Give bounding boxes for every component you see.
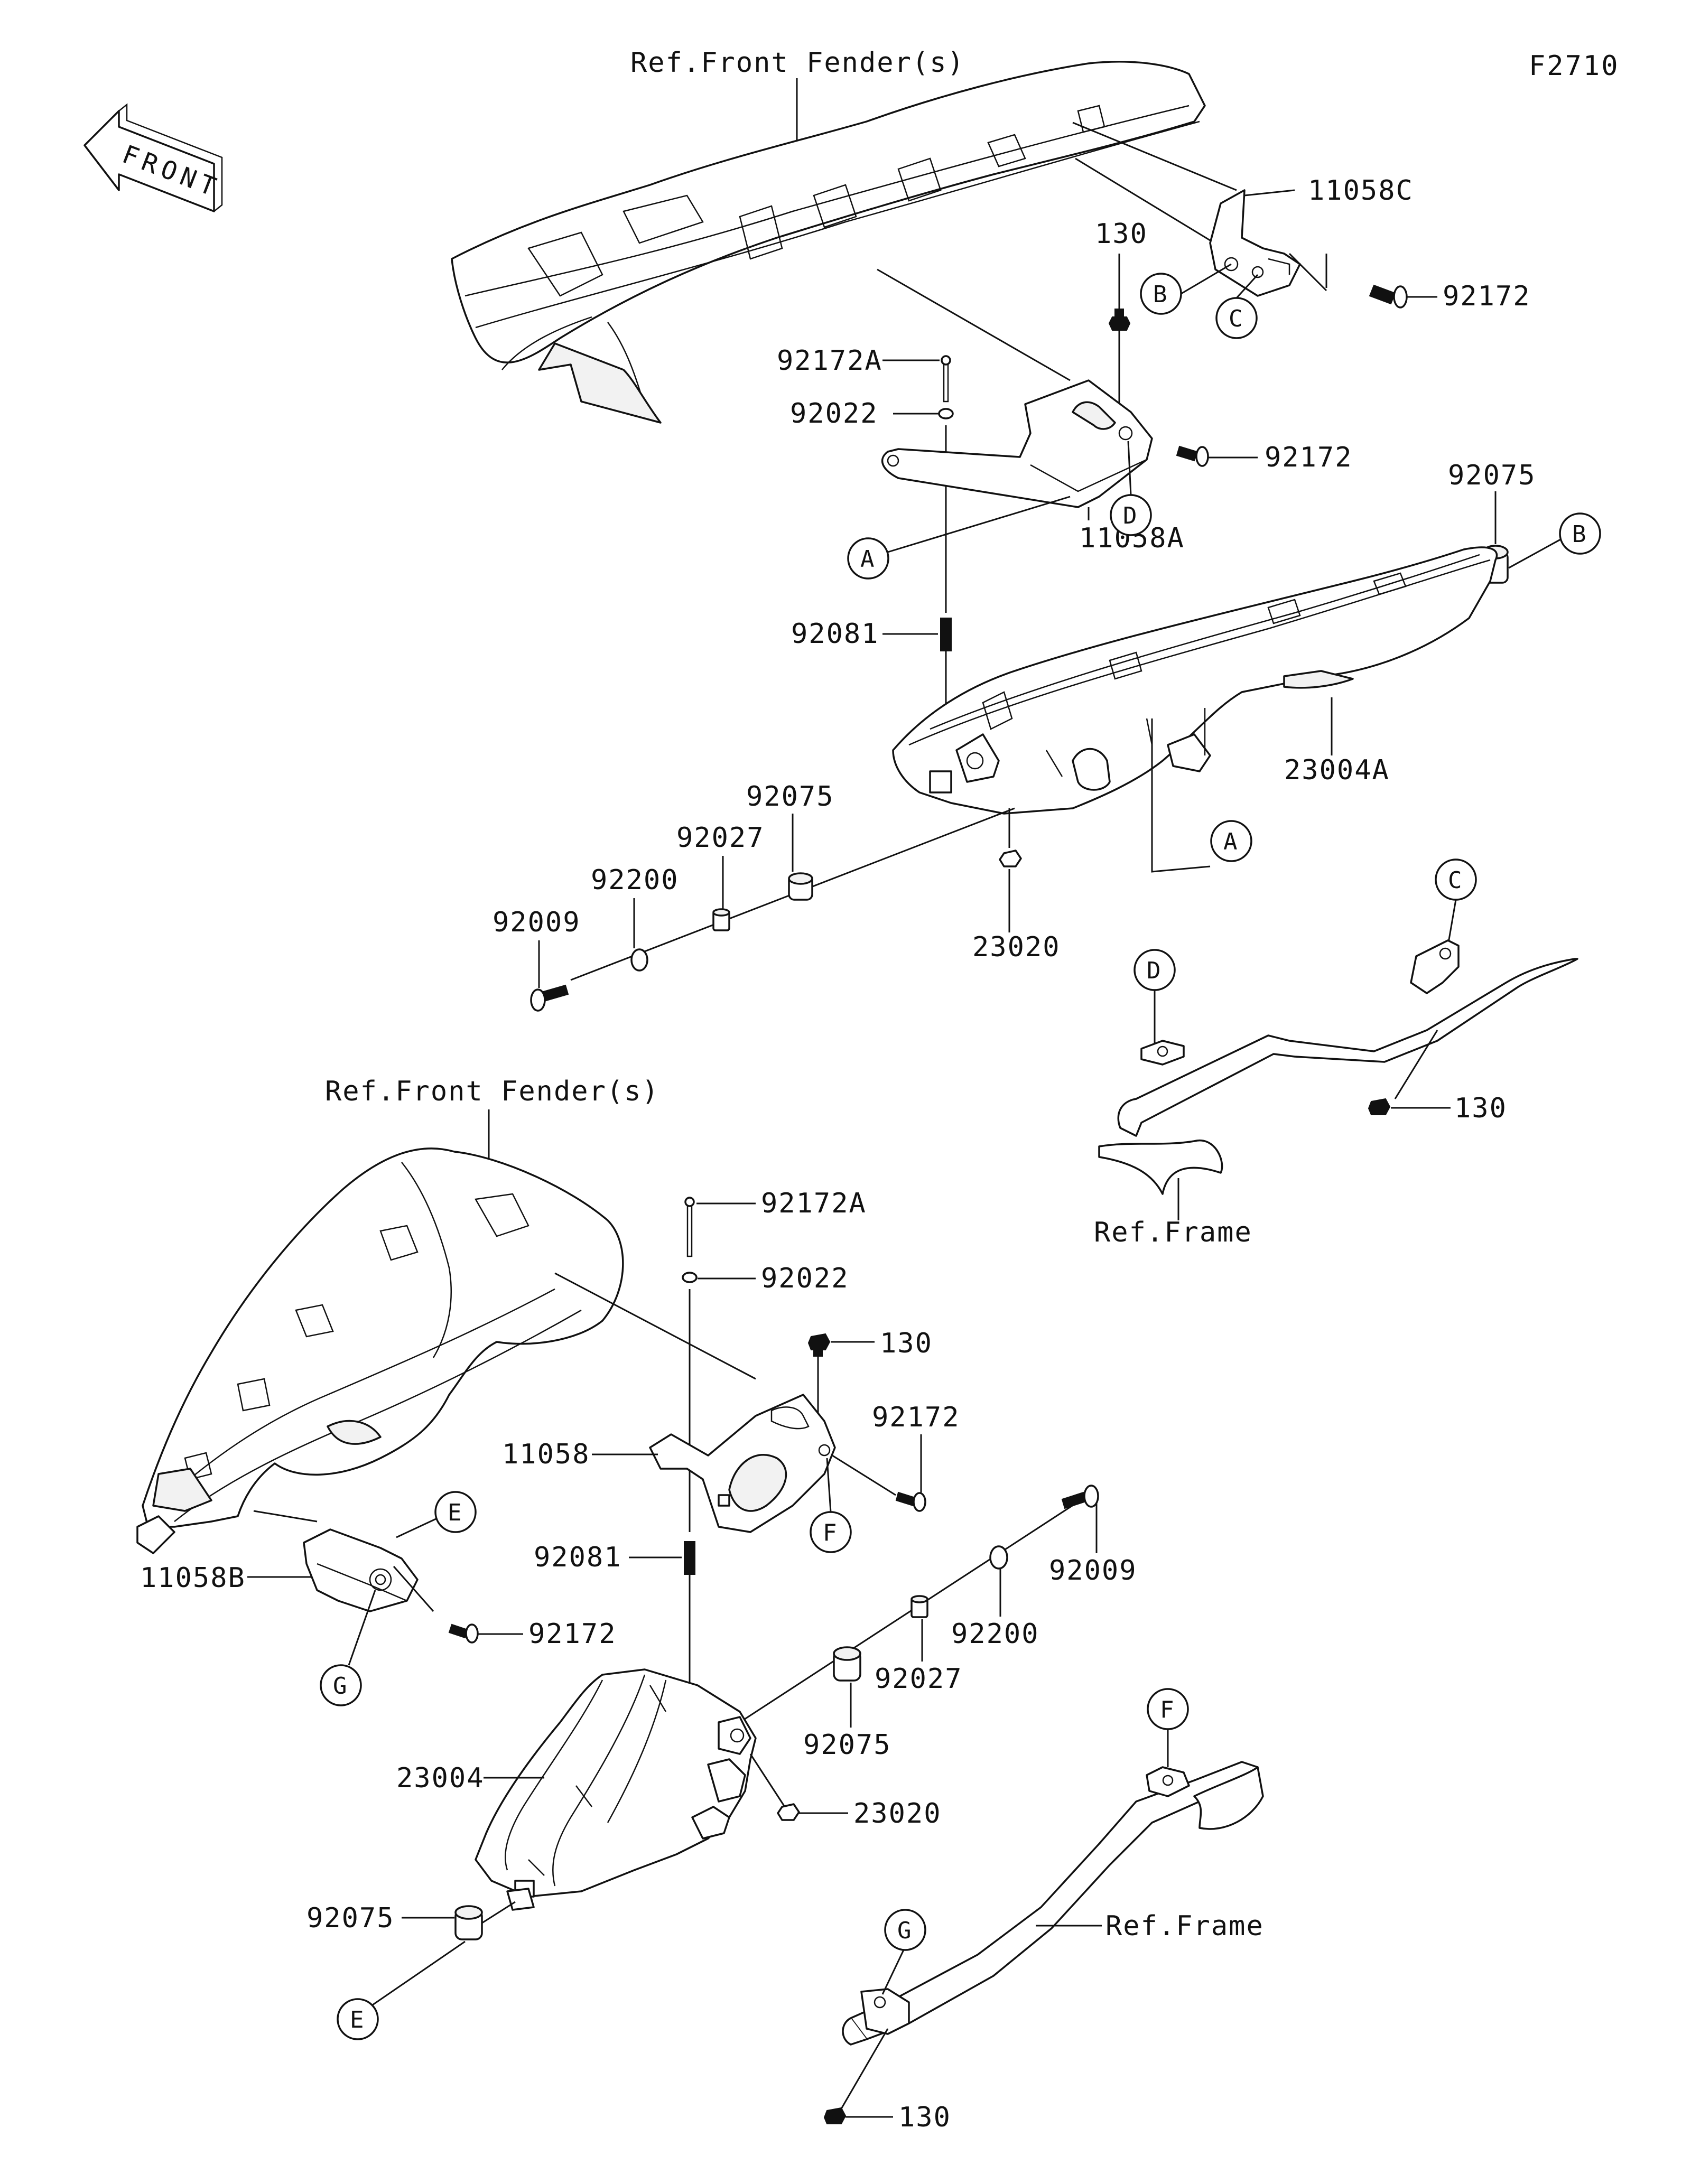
marker-g-lower: G bbox=[897, 1917, 912, 1944]
marker-b-top: B bbox=[1153, 281, 1167, 308]
part-23004: 23004 bbox=[396, 1762, 485, 1794]
part-130-b: 130 bbox=[1454, 1093, 1507, 1124]
part-92009-b: 92009 bbox=[1049, 1555, 1137, 1586]
front-fender-top-shape bbox=[451, 61, 1206, 424]
part-92027-a: 92027 bbox=[676, 822, 765, 854]
part-92081-a: 92081 bbox=[791, 618, 879, 650]
bolt-130-a bbox=[1108, 309, 1131, 331]
part-92081-b: 92081 bbox=[534, 1542, 622, 1573]
damper-92081-a bbox=[940, 618, 952, 651]
part-92022-b: 92022 bbox=[761, 1263, 849, 1294]
part-130-a: 130 bbox=[1095, 218, 1148, 250]
part-11058c: 11058C bbox=[1308, 175, 1414, 207]
part-92172-d: 92172 bbox=[528, 1618, 617, 1650]
housing-23004 bbox=[475, 1668, 757, 1911]
housing-23004a bbox=[892, 546, 1498, 815]
marker-a-top: A bbox=[860, 546, 875, 573]
frame-top-shape bbox=[1098, 939, 1578, 1195]
washer-92200-a bbox=[630, 948, 648, 972]
nut-23020-a bbox=[999, 850, 1022, 867]
screw-92172-d bbox=[448, 1623, 479, 1644]
front-arrow-icon: FRONT bbox=[83, 103, 225, 212]
part-92200-b: 92200 bbox=[951, 1618, 1039, 1650]
part-92075-c: 92075 bbox=[803, 1729, 891, 1761]
marker-g-bottom: G bbox=[333, 1673, 347, 1700]
bolt-92009-a bbox=[530, 984, 569, 1012]
part-92172-b: 92172 bbox=[1265, 442, 1353, 473]
marker-f-bottom: F bbox=[823, 1519, 837, 1546]
bracket-11058b bbox=[303, 1528, 419, 1612]
part-92022-a: 92022 bbox=[790, 398, 878, 430]
bolt-130-c bbox=[807, 1333, 831, 1357]
marker-c-top: C bbox=[1229, 305, 1243, 332]
ref-front-fender-bottom: Ref.Front Fender(s) bbox=[325, 1076, 659, 1107]
part-92009-a: 92009 bbox=[493, 907, 581, 938]
part-92075-b: 92075 bbox=[746, 781, 834, 813]
part-11058: 11058 bbox=[502, 1439, 590, 1470]
part-92172-c: 92172 bbox=[872, 1402, 960, 1433]
ref-frame-top: Ref.Frame bbox=[1094, 1217, 1252, 1248]
part-92075-d: 92075 bbox=[306, 1902, 395, 1934]
diagram-code: F2710 bbox=[1529, 50, 1620, 82]
screw-92172-c bbox=[895, 1491, 926, 1512]
frame-bottom-shape bbox=[842, 1761, 1264, 2046]
bracket-11058 bbox=[649, 1394, 836, 1533]
ref-frame-bottom: Ref.Frame bbox=[1105, 1910, 1264, 1942]
collar-92027-a bbox=[712, 908, 730, 931]
washer-92022-a bbox=[938, 408, 954, 419]
bolt-92172a-a bbox=[941, 355, 951, 403]
part-92172a-a: 92172A bbox=[777, 345, 882, 377]
part-92075-a: 92075 bbox=[1448, 460, 1536, 491]
marker-e-bottom: E bbox=[448, 1499, 462, 1526]
part-130-d: 130 bbox=[898, 2102, 951, 2133]
part-23020-a: 23020 bbox=[972, 931, 1061, 963]
part-92172-a: 92172 bbox=[1443, 281, 1531, 312]
grommet-92075-c bbox=[833, 1646, 861, 1682]
part-23020-b: 23020 bbox=[853, 1798, 942, 1830]
ref-front-fender-top: Ref.Front Fender(s) bbox=[630, 47, 965, 79]
bolt-130-d bbox=[823, 2107, 847, 2124]
screw-92172-b bbox=[1176, 445, 1209, 467]
washer-92022-b bbox=[682, 1272, 698, 1283]
nut-23020-b bbox=[777, 1803, 800, 1821]
washer-92200-b bbox=[989, 1545, 1008, 1570]
marker-e-lower: E bbox=[350, 2006, 364, 2033]
part-11058b: 11058B bbox=[140, 1562, 246, 1594]
grommet-92075-b bbox=[788, 872, 813, 901]
damper-92081-b bbox=[684, 1541, 695, 1575]
bolt-92172a-b bbox=[684, 1197, 695, 1257]
bolt-92009-b bbox=[1061, 1485, 1099, 1509]
marker-d-mid: D bbox=[1147, 957, 1161, 984]
marker-d-top: D bbox=[1123, 502, 1137, 529]
bracket-11058a bbox=[881, 379, 1153, 508]
part-92027-b: 92027 bbox=[875, 1663, 963, 1695]
front-fender-bottom-shape bbox=[136, 1147, 624, 1554]
part-23004a: 23004A bbox=[1284, 754, 1390, 786]
collar-92027-b bbox=[910, 1595, 928, 1618]
marker-b-mid: B bbox=[1572, 521, 1586, 548]
part-130-c: 130 bbox=[880, 1328, 933, 1359]
bracket-11058c bbox=[1209, 189, 1301, 297]
screw-92172-a bbox=[1369, 284, 1408, 309]
bolt-130-b bbox=[1368, 1098, 1391, 1115]
marker-f-lower: F bbox=[1160, 1696, 1174, 1723]
part-92172a-b: 92172A bbox=[761, 1188, 867, 1219]
grommet-92075-d bbox=[454, 1905, 483, 1940]
part-92200-a: 92200 bbox=[591, 864, 679, 896]
marker-a-mid: A bbox=[1223, 828, 1238, 855]
marker-c-mid: C bbox=[1448, 867, 1462, 894]
